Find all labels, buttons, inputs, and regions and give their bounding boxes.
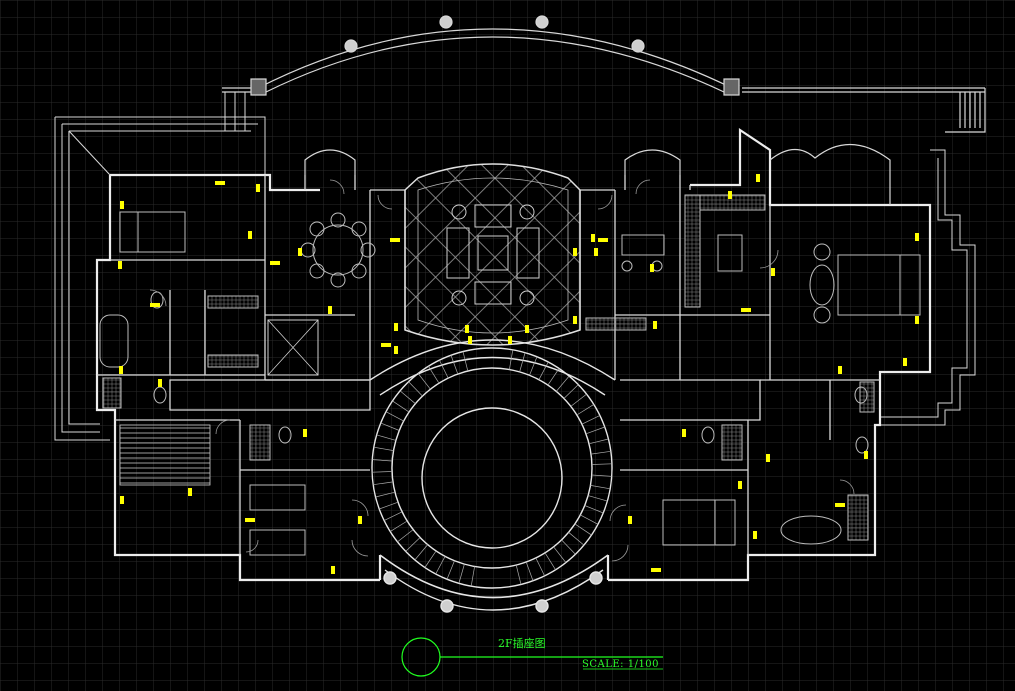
socket-symbol (650, 264, 654, 272)
socket-symbol (120, 496, 124, 504)
drawing-title: 2F插座图 (498, 637, 546, 650)
upper-arc (222, 15, 986, 133)
socket-symbol (594, 248, 598, 256)
socket-symbol (682, 429, 686, 437)
socket-symbol (118, 261, 122, 269)
left-terrace (54, 92, 266, 441)
outer-walls (95, 127, 932, 582)
socket-symbol (465, 325, 469, 333)
socket-symbol (591, 234, 595, 242)
socket-symbol (756, 174, 760, 182)
stair-rotunda (369, 339, 616, 613)
socket-symbol (651, 568, 661, 572)
socket-symbol (381, 343, 391, 347)
socket-symbol (245, 518, 255, 522)
socket-symbol (598, 238, 608, 242)
furniture (99, 194, 921, 556)
socket-symbol (468, 336, 472, 344)
socket-symbol (915, 233, 919, 241)
socket-symbol (256, 184, 260, 192)
service-stairs (119, 319, 319, 486)
socket-symbol (835, 503, 845, 507)
central-hall (404, 163, 581, 346)
right-terrace (880, 149, 976, 426)
socket-symbol (358, 516, 362, 524)
socket-symbol (158, 379, 162, 387)
socket-symbol (628, 516, 632, 524)
socket-symbol (573, 248, 577, 256)
socket-symbol (215, 181, 225, 185)
socket-symbol (915, 316, 919, 324)
socket-symbols (118, 174, 919, 574)
socket-symbol (741, 308, 751, 312)
socket-symbol (838, 366, 842, 374)
socket-symbol (771, 268, 775, 276)
socket-symbol (270, 261, 280, 265)
socket-symbol (394, 346, 398, 354)
socket-symbol (328, 306, 332, 314)
socket-symbol (331, 566, 335, 574)
socket-symbol (753, 531, 757, 539)
title-block (401, 637, 663, 677)
socket-symbol (653, 321, 657, 329)
socket-symbol (766, 454, 770, 462)
socket-symbol (738, 481, 742, 489)
doors (149, 179, 855, 562)
socket-symbol (573, 316, 577, 324)
socket-symbol (864, 451, 868, 459)
socket-symbol (119, 366, 123, 374)
socket-symbol (188, 488, 192, 496)
socket-symbol (150, 303, 160, 307)
drawing-scale: SCALE: 1/100 (582, 659, 660, 670)
bay-windows (304, 143, 891, 205)
socket-symbol (394, 323, 398, 331)
socket-symbol (120, 201, 124, 209)
socket-symbol (728, 191, 732, 199)
socket-symbol (508, 336, 512, 344)
socket-symbol (390, 238, 400, 242)
socket-symbol (903, 358, 907, 366)
socket-symbol (525, 325, 529, 333)
socket-symbol (303, 429, 307, 437)
socket-symbol (298, 248, 302, 256)
socket-symbol (248, 231, 252, 239)
